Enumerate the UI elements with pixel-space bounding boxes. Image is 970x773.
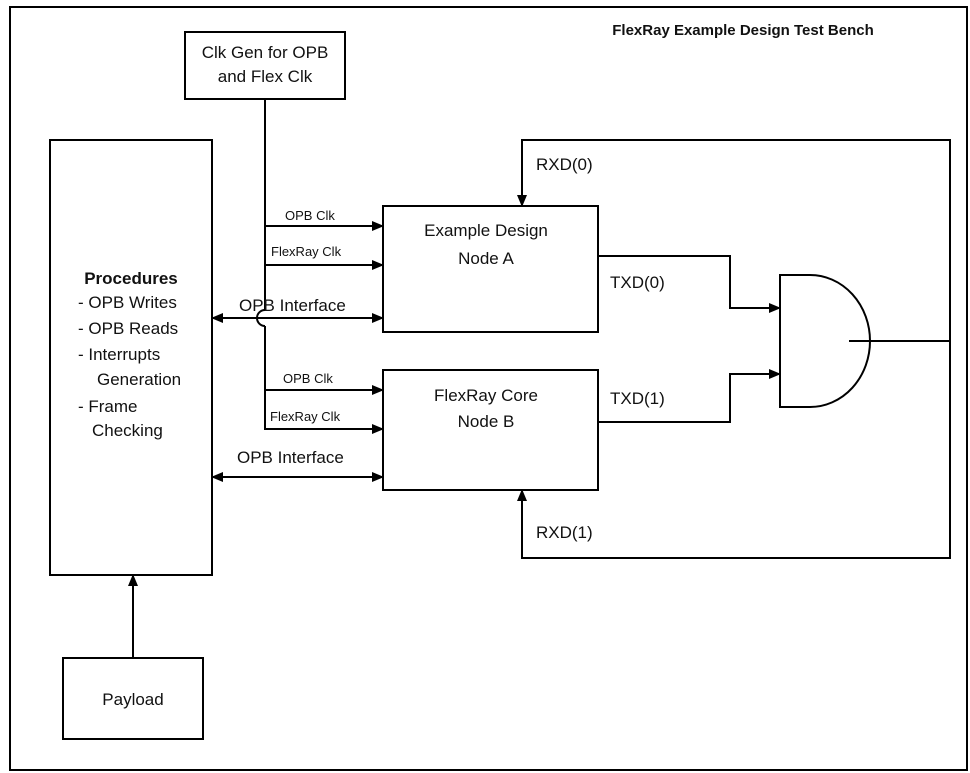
payload-block: Payload bbox=[62, 657, 204, 740]
txd0-wire bbox=[598, 255, 781, 313]
payload-label: Payload bbox=[102, 690, 163, 709]
procedures-item-interrupts: - Interrupts bbox=[78, 345, 160, 364]
and-gate bbox=[779, 274, 871, 408]
node-b-label-line2: Node B bbox=[458, 412, 515, 431]
rxd0-label: RXD(0) bbox=[536, 155, 593, 174]
clkgen-label-line1: Clk Gen for OPB bbox=[202, 43, 329, 62]
opb-interface-a-label: OPB Interface bbox=[239, 296, 346, 315]
node-a-block: Example Design Node A bbox=[382, 205, 599, 333]
node-a-label-line1: Example Design bbox=[424, 221, 548, 240]
opb-interface-b-label: OPB Interface bbox=[237, 448, 344, 467]
procedures-heading: Procedures bbox=[84, 269, 178, 288]
opb-clk-a-label: OPB Clk bbox=[285, 208, 335, 223]
opb-clk-b-label: OPB Clk bbox=[283, 371, 333, 386]
clock-trunk bbox=[256, 99, 266, 430]
txd0-label: TXD(0) bbox=[610, 273, 665, 292]
procedures-item-checking: Checking bbox=[92, 421, 163, 440]
rxd0-wire bbox=[517, 139, 951, 341]
flexray-clk-a-label: FlexRay Clk bbox=[271, 244, 342, 259]
clkgen-block: Clk Gen for OPB and Flex Clk bbox=[184, 31, 346, 100]
node-a-label-line2: Node A bbox=[458, 249, 514, 268]
outer-frame bbox=[9, 6, 968, 771]
node-b-block: FlexRay Core Node B bbox=[382, 369, 599, 491]
procedures-block: Procedures - OPB Writes - OPB Reads - In… bbox=[49, 139, 213, 576]
diagram-title: FlexRay Example Design Test Bench bbox=[612, 22, 873, 39]
rxd1-label: RXD(1) bbox=[536, 523, 593, 542]
clkgen-label-line2: and Flex Clk bbox=[218, 67, 313, 86]
procedures-item-opb-reads: - OPB Reads bbox=[78, 319, 178, 338]
node-b-label-line1: FlexRay Core bbox=[434, 386, 538, 405]
procedures-item-generation: Generation bbox=[97, 370, 181, 389]
procedures-item-frame: - Frame bbox=[78, 397, 138, 416]
txd1-wire bbox=[598, 369, 781, 423]
procedures-item-opb-writes: - OPB Writes bbox=[78, 293, 177, 312]
flexray-clk-b-label: FlexRay Clk bbox=[270, 409, 341, 424]
rxd1-wire bbox=[517, 341, 951, 559]
txd1-label: TXD(1) bbox=[610, 389, 665, 408]
